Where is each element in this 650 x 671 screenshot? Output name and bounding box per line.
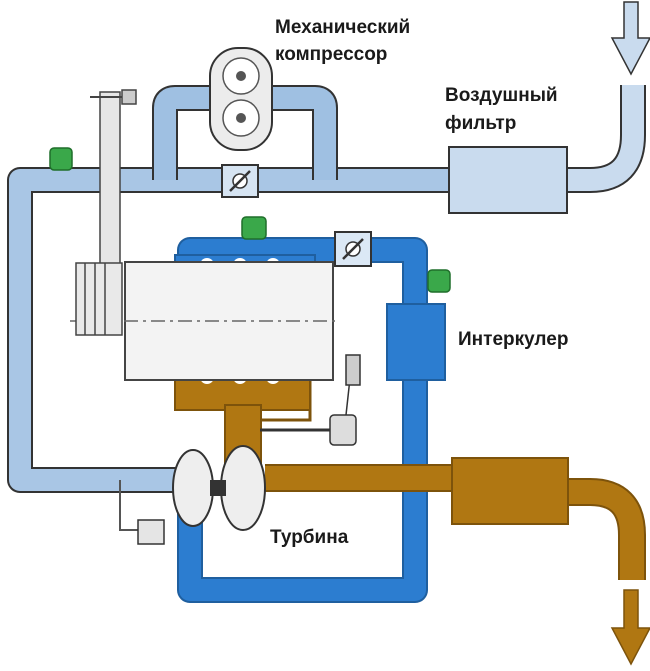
charge-throttle-icon	[334, 231, 372, 267]
air-in-arrow-icon	[610, 1, 650, 76]
filter-label-line2: фильтр	[445, 113, 517, 134]
air-intake-pipe	[560, 85, 646, 193]
turbocharger	[172, 445, 266, 531]
intercooler-label: Интеркулер	[458, 329, 569, 350]
engine-block	[70, 261, 335, 381]
turbine-label: Турбина	[270, 527, 349, 548]
compressor-label-line1: Механический	[275, 17, 411, 38]
exhaust-out-arrow-icon	[610, 589, 650, 666]
wastegate-actuator	[260, 354, 361, 446]
butterfly-valve-icon	[221, 164, 259, 198]
mechanical-compressor	[209, 47, 273, 151]
pressure-sensor-icon	[49, 147, 451, 293]
compressor-label-line2: компрессор	[275, 44, 388, 65]
filter-label-line1: Воздушный	[445, 85, 558, 106]
intercooler-box	[386, 303, 446, 381]
bypass-valve	[119, 480, 165, 545]
air-filter-box	[448, 146, 568, 214]
muffler-box	[451, 457, 569, 525]
